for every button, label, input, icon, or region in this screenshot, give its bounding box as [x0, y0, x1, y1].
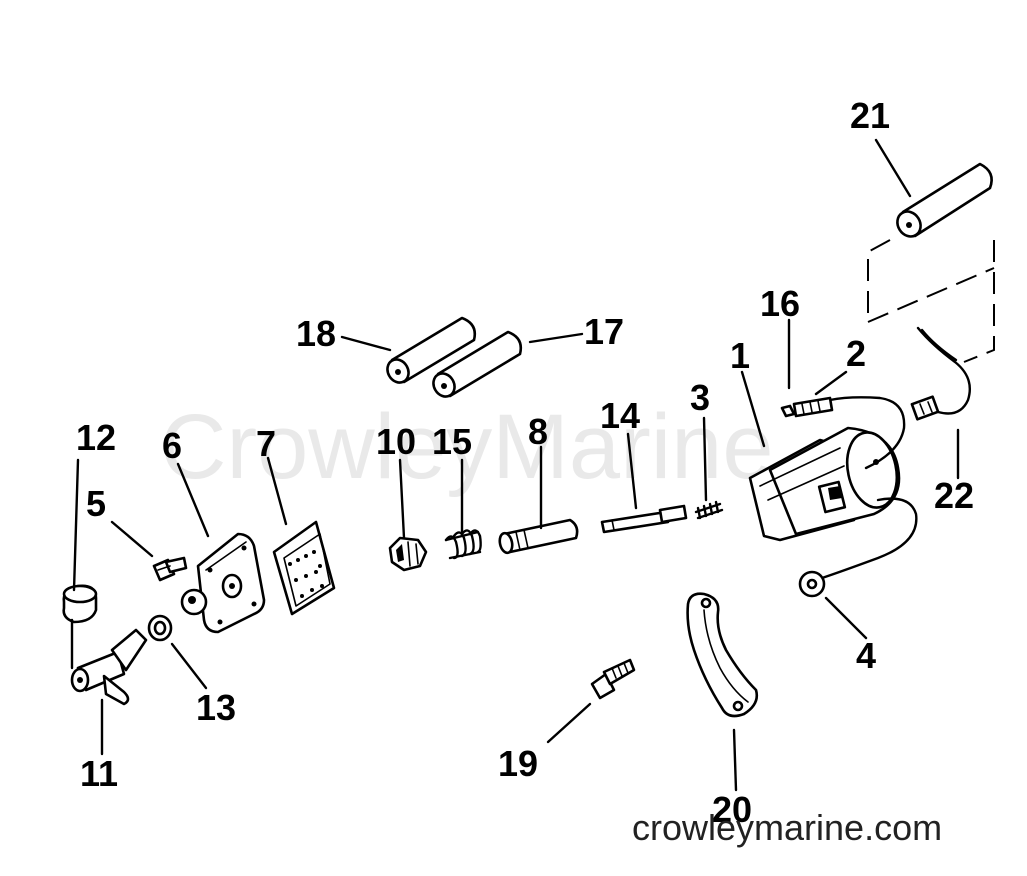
callout-12: 12 — [76, 417, 116, 458]
part-20-clamp[interactable] — [686, 592, 759, 718]
part-5-screw[interactable] — [152, 556, 188, 582]
part-6-cover[interactable] — [180, 532, 266, 634]
callout-8: 8 — [528, 411, 548, 452]
part-21-dashed-outline — [867, 239, 995, 363]
part-10-nut[interactable] — [388, 536, 428, 572]
callout-1: 1 — [730, 335, 750, 376]
callout-2: 2 — [846, 333, 866, 374]
part-13-washer[interactable] — [147, 614, 173, 642]
callout-6: 6 — [162, 425, 182, 466]
callout-20: 20 — [712, 789, 752, 830]
part-21-tube[interactable] — [893, 162, 993, 241]
part-2-16-wire-connector[interactable] — [780, 396, 906, 470]
callout-4: 4 — [856, 635, 876, 676]
callout-18: 18 — [296, 313, 336, 354]
part-18-tube[interactable] — [383, 316, 477, 386]
callout-19: 19 — [498, 743, 538, 784]
part-8-sleeve[interactable] — [498, 518, 579, 555]
callout-5: 5 — [86, 483, 106, 524]
callout-10: 10 — [376, 421, 416, 462]
part-4-ground-wire[interactable] — [798, 497, 918, 598]
callout-16: 16 — [760, 283, 800, 324]
callout-22: 22 — [934, 475, 974, 516]
callout-21: 21 — [850, 95, 890, 136]
callout-14: 14 — [600, 395, 640, 436]
callout-17: 17 — [584, 311, 624, 352]
part-14-rod[interactable] — [600, 504, 688, 534]
part-22-wire-clip[interactable] — [910, 326, 972, 421]
callout-7: 7 — [256, 423, 276, 464]
part-11-valve[interactable] — [70, 628, 148, 706]
part-1-motor[interactable] — [748, 426, 903, 542]
part-7-gasket[interactable] — [272, 520, 336, 616]
callout-3: 3 — [690, 377, 710, 418]
callout-15: 15 — [432, 421, 472, 462]
watermark-text: CrowleyMarine — [160, 396, 774, 498]
part-17-tube[interactable] — [429, 330, 523, 400]
part-15-spring[interactable] — [444, 529, 482, 560]
credit-text: crowleymarine.com — [632, 807, 942, 848]
callout-11: 11 — [80, 753, 118, 794]
part-12-cap[interactable] — [62, 584, 98, 624]
callout-numbers: 21 18 17 16 2 1 3 14 8 15 10 7 6 12 5 13… — [76, 95, 974, 830]
part-19-screw[interactable] — [590, 658, 636, 700]
part-3-spring[interactable] — [694, 500, 724, 520]
callout-13: 13 — [196, 687, 236, 728]
leader-lines — [70, 138, 960, 792]
